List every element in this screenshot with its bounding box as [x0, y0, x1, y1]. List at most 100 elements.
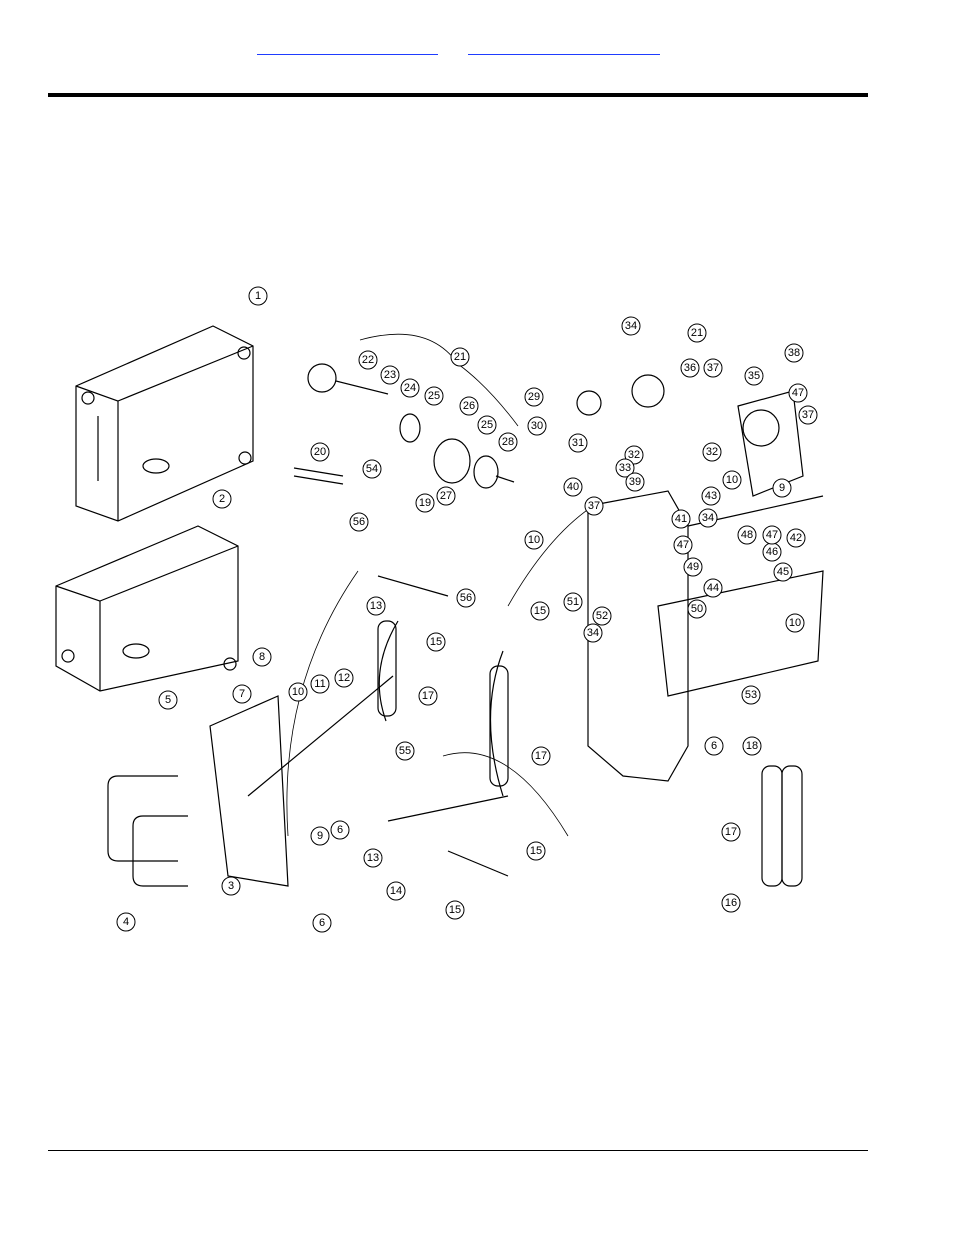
callout-number: 24: [404, 382, 416, 394]
callout-37: 37: [798, 405, 818, 425]
callout-56: 56: [349, 512, 369, 532]
mounting-bracket-1: [75, 325, 254, 522]
callout-number: 15: [430, 636, 442, 648]
callout-circle: [671, 509, 691, 529]
callout-15: 15: [526, 841, 546, 861]
callout-10: 10: [524, 530, 544, 550]
callout-number: 11: [314, 678, 325, 690]
callout-number: 2: [219, 493, 225, 505]
callout-17: 17: [418, 686, 438, 706]
callout-number: 46: [766, 546, 778, 558]
callout-13: 13: [366, 596, 386, 616]
callout-number: 47: [792, 387, 804, 399]
callout-number: 19: [419, 497, 431, 509]
callout-circle: [583, 623, 603, 643]
callout-circle: [592, 606, 612, 626]
callout-10: 10: [722, 470, 742, 490]
callout-number: 34: [587, 627, 599, 639]
callout-circle: [252, 647, 272, 667]
callout-circle: [762, 525, 782, 545]
callout-21: 21: [450, 347, 470, 367]
callout-number: 30: [531, 420, 543, 432]
callout-2: 2: [212, 489, 232, 509]
callout-circle: [737, 525, 757, 545]
callout-19: 19: [415, 493, 435, 513]
callout-4: 4: [116, 912, 136, 932]
callout-47: 47: [762, 525, 782, 545]
callout-circle: [526, 841, 546, 861]
callout-27: 27: [436, 486, 456, 506]
callout-circle: [158, 690, 178, 710]
callout-40: 40: [563, 477, 583, 497]
callout-number: 9: [317, 830, 323, 842]
callout-10: 10: [785, 613, 805, 633]
callout-51: 51: [563, 592, 583, 612]
callout-56: 56: [456, 588, 476, 608]
callout-circle: [703, 578, 723, 598]
callout-number: 10: [726, 474, 738, 486]
callout-circle: [584, 496, 604, 516]
nav-link-next[interactable]: [468, 44, 660, 55]
callout-3: 3: [221, 876, 241, 896]
callout-36: 36: [680, 358, 700, 378]
callout-number: 34: [702, 512, 714, 524]
callout-44: 44: [703, 578, 723, 598]
callout-circle: [310, 674, 330, 694]
callout-circle: [798, 405, 818, 425]
callout-circle: [788, 383, 808, 403]
callout-35: 35: [744, 366, 764, 386]
callout-number: 10: [528, 534, 540, 546]
callout-number: 52: [596, 610, 608, 622]
callout-circle: [362, 459, 382, 479]
callout-number: 13: [367, 852, 379, 864]
header-rule: [48, 93, 868, 97]
callout-number: 15: [534, 605, 546, 617]
callout-circle: [744, 366, 764, 386]
nav-link-previous[interactable]: [257, 44, 438, 55]
callout-number: 15: [530, 845, 542, 857]
callout-41: 41: [671, 509, 691, 529]
callout-number: 53: [745, 689, 757, 701]
callout-number: 37: [588, 500, 600, 512]
u-bolts: [107, 775, 188, 887]
callout-number: 50: [691, 603, 703, 615]
callout-circle: [683, 557, 703, 577]
callout-number: 54: [366, 463, 378, 475]
callout-circle: [424, 386, 444, 406]
callout-circle: [312, 913, 332, 933]
callout-number: 35: [748, 370, 760, 382]
callout-circle: [288, 682, 308, 702]
callout-number: 8: [259, 651, 265, 663]
callout-32: 32: [702, 442, 722, 462]
callout-circle: [380, 365, 400, 385]
callout-38: 38: [784, 343, 804, 363]
callout-6: 6: [312, 913, 332, 933]
callout-circle: [625, 472, 645, 492]
callout-number: 47: [766, 529, 778, 541]
callout-number: 26: [463, 400, 475, 412]
callout-number: 17: [535, 750, 547, 762]
callout-circle: [615, 458, 635, 478]
linkage-assembly: [209, 505, 594, 887]
callout-43: 43: [701, 486, 721, 506]
callout-circle: [563, 477, 583, 497]
callout-45: 45: [773, 562, 793, 582]
callout-circle: [702, 442, 722, 462]
callout-30: 30: [527, 416, 547, 436]
callout-circle: [527, 416, 547, 436]
callout-49: 49: [683, 557, 703, 577]
callout-number: 16: [725, 897, 737, 909]
callout-number: 44: [707, 582, 719, 594]
callout-26: 26: [459, 396, 479, 416]
callout-number: 6: [711, 740, 717, 752]
callout-number: 15: [449, 904, 461, 916]
callout-circle: [386, 881, 406, 901]
callout-47: 47: [788, 383, 808, 403]
callout-number: 17: [725, 826, 737, 838]
callout-number: 38: [788, 347, 800, 359]
callout-number: 21: [691, 327, 703, 339]
callout-number: 43: [705, 490, 717, 502]
footer-rule: [48, 1150, 868, 1151]
callout-9: 9: [310, 826, 330, 846]
